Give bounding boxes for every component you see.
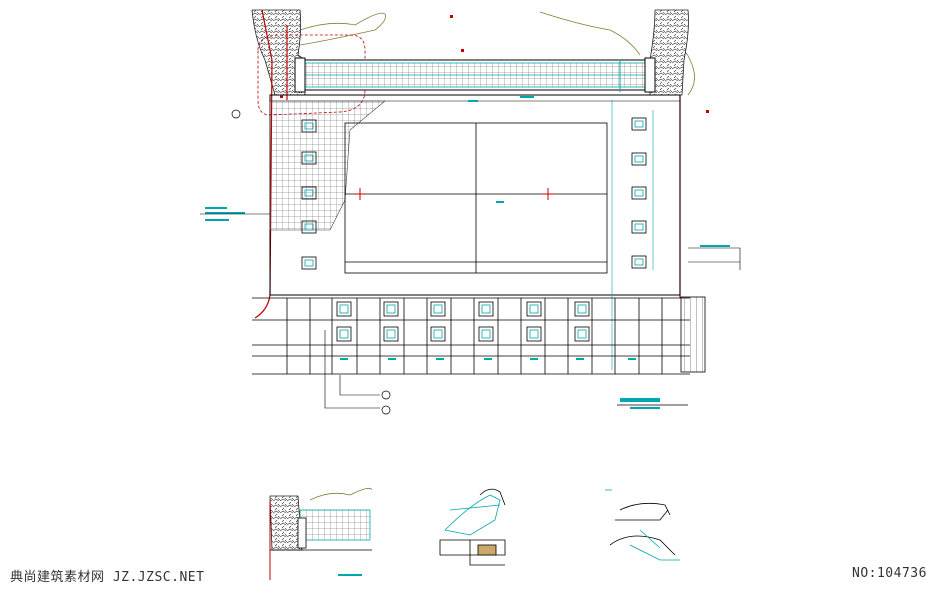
court-markers (354, 188, 554, 200)
central-court (344, 122, 608, 274)
planters-right (631, 117, 647, 269)
lower-paving-grid (252, 297, 690, 375)
detail-callout-dashed (257, 34, 366, 116)
wooden-deck-right (680, 296, 706, 373)
leader-lines (200, 213, 741, 409)
grid-paving-left (269, 100, 386, 231)
detail-drawing-1 (269, 487, 373, 580)
planters-lower (336, 301, 590, 342)
detail-drawing-2 (439, 488, 506, 566)
detail-drawing-3 (605, 489, 680, 561)
top-railing-band (294, 57, 656, 93)
watermark-id-number: NO:104736 (852, 566, 927, 581)
watermark-site-name: 典尚建筑素材网 JZ.JZSC.NET (10, 570, 205, 585)
stone-pillar-right (649, 9, 689, 96)
section-markers (231, 109, 391, 415)
dimension-annotations (205, 96, 730, 409)
planters-left (301, 119, 317, 270)
